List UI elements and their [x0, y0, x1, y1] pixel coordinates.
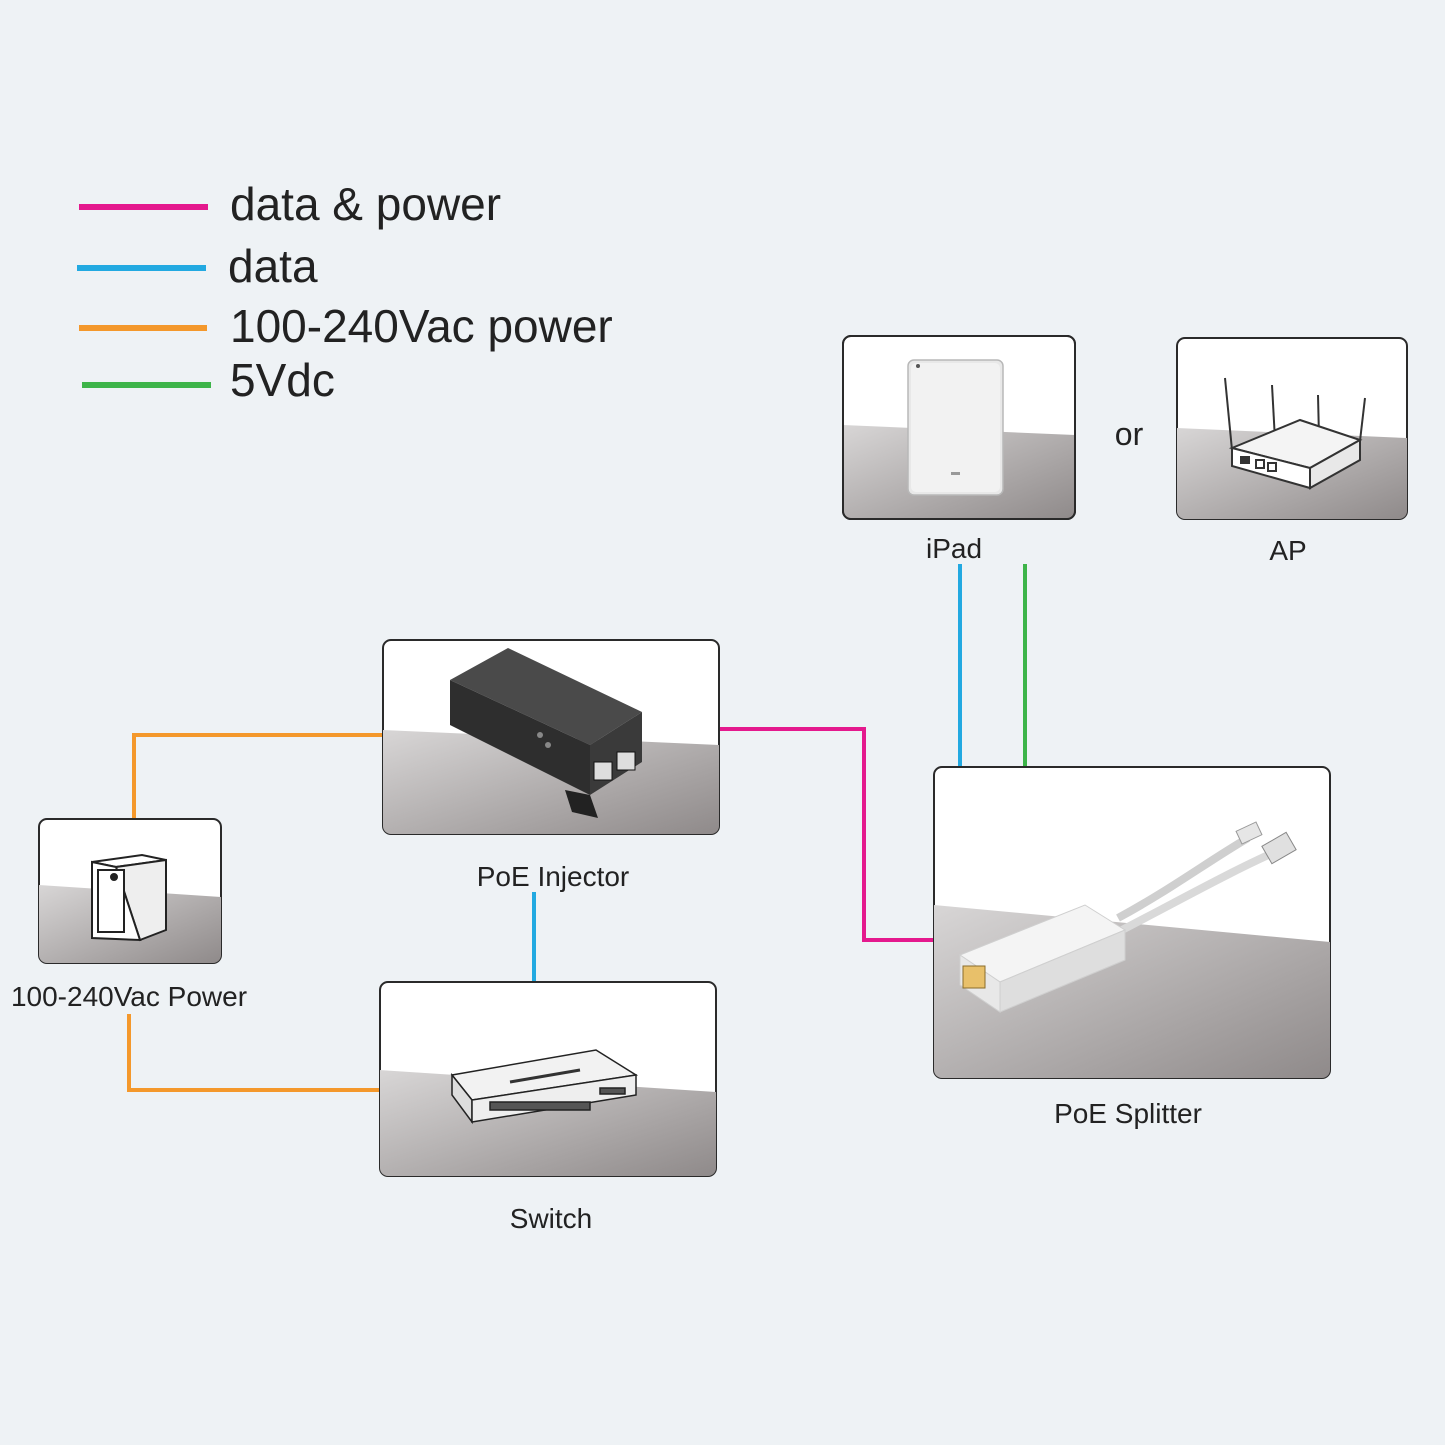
connection-power-switch [127, 1014, 380, 1092]
legend-label-data-power: data & power [230, 178, 501, 230]
node-poe-splitter: PoE Splitter [933, 766, 1331, 1129]
or-connector: or [1115, 416, 1144, 452]
ipad-label: iPad [926, 533, 982, 564]
poe-injector-icon [450, 648, 642, 818]
legend-label-ac-power: 100-240Vac power [230, 300, 613, 352]
network-switch-icon [450, 1049, 639, 1125]
connection-power-injector [132, 733, 383, 819]
access-point-icon [1224, 377, 1366, 490]
power-label: 100-240Vac Power [11, 981, 247, 1012]
node-switch: Switch [379, 981, 717, 1234]
connection-injector-splitter [719, 727, 934, 942]
poe-splitter-icon [958, 821, 1297, 1013]
node-ap: AP [1176, 337, 1408, 566]
legend-label-dc-power: 5Vdc [230, 354, 335, 406]
ap-label: AP [1269, 535, 1306, 566]
node-power: 100-240Vac Power [11, 818, 247, 1012]
connections [127, 564, 1027, 1092]
node-ipad: iPad [842, 335, 1076, 564]
legend: data & power data 100-240Vac power 5Vdc [77, 178, 613, 406]
switch-label: Switch [510, 1203, 592, 1234]
tablet-icon [907, 359, 1004, 496]
ups-power-icon [91, 853, 167, 942]
node-poe-injector: PoE Injector [382, 639, 720, 892]
poe-injector-label: PoE Injector [477, 861, 630, 892]
legend-label-data: data [228, 240, 318, 292]
poe-splitter-label: PoE Splitter [1054, 1098, 1202, 1129]
